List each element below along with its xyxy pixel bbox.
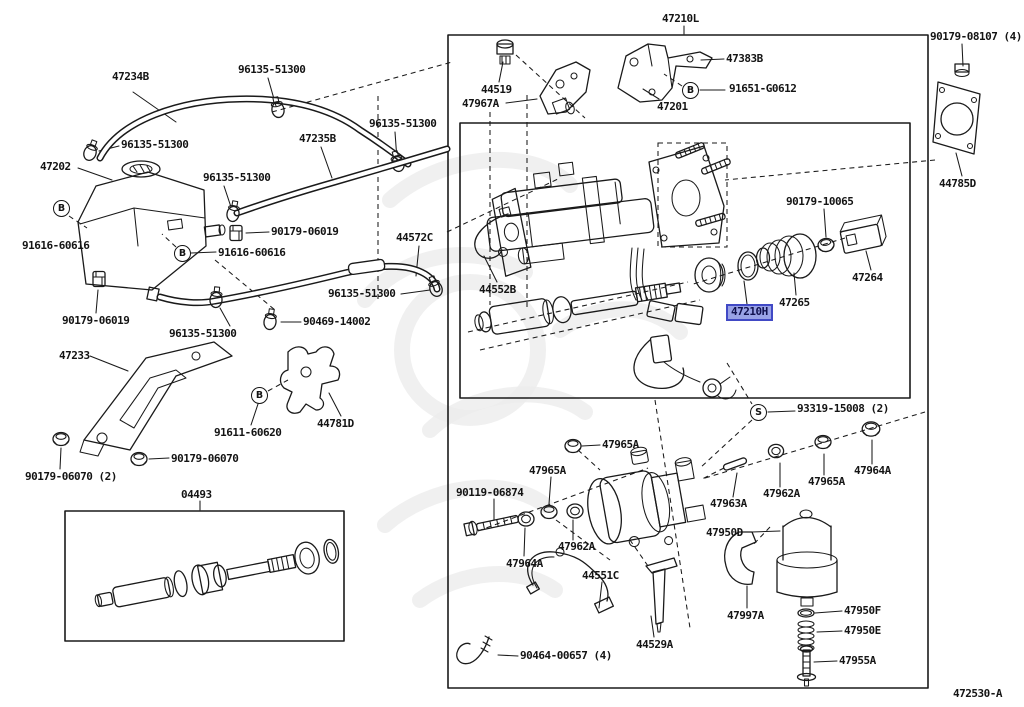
part-label-47950F: 47950F: [844, 604, 881, 617]
part-label-96135-51300-f: 96135-51300: [169, 327, 237, 340]
part-label-47963A: 47963A: [710, 497, 747, 510]
boot-47265: [757, 234, 817, 278]
part-label-44572C: 44572C: [396, 231, 433, 244]
part-label-44519: 44519: [481, 83, 512, 96]
part-label-47210L: 47210L: [662, 12, 699, 25]
figure-code-472530-A: 472530-A: [953, 687, 1002, 700]
circled-letter-B-1: B: [53, 200, 70, 217]
part-label-90119-06874: 90119-06874: [456, 486, 524, 499]
bracket-47233: [80, 342, 232, 456]
part-label-47962A-b: 47962A: [763, 487, 800, 500]
part-label-91651-G0612: 91651-G0612: [729, 82, 797, 95]
seal-row: [695, 215, 888, 292]
circled-letter-B-4: B: [682, 82, 699, 99]
part-label-47964A-a: 47964A: [506, 557, 543, 570]
relay-47264: [838, 215, 887, 253]
part-label-47201: 47201: [657, 100, 688, 113]
hose-44572C: [160, 259, 445, 309]
bolt-47955A: [798, 646, 816, 686]
o-ring-47210H: [738, 252, 758, 280]
part-label-47950D: 47950D: [706, 526, 743, 539]
part-label-90179-06019-a: 90179-06019: [271, 225, 339, 238]
part-label-96135-51300-c: 96135-51300: [203, 171, 271, 184]
part-label-47950E: 47950E: [844, 624, 881, 637]
wire-harness: [630, 248, 736, 399]
part-label-47235B: 47235B: [299, 132, 336, 145]
part-label-96135-51300-b: 96135-51300: [121, 138, 189, 151]
bracket-47383B: [618, 44, 712, 102]
part-label-90179-06019-b: 90179-06019: [62, 314, 130, 327]
spring-47950E: [798, 621, 814, 651]
part-label-44529A: 44529A: [636, 638, 673, 651]
oring-47950F: [798, 609, 814, 617]
part-label-44781D: 44781D: [317, 417, 354, 430]
circled-letter-S: S: [750, 404, 767, 421]
part-label-96135-51300-a: 96135-51300: [238, 63, 306, 76]
part-label-91611-60620: 91611-60620: [214, 426, 282, 439]
part-label-96135-51300-d: 96135-51300: [369, 117, 437, 130]
pushrod-assembly: [473, 277, 683, 337]
part-label-91616-60616-a: 91616-60616: [22, 239, 90, 252]
tube-44551C: [527, 548, 614, 613]
watermark: [365, 160, 680, 600]
circled-letter-B-2: B: [174, 245, 191, 262]
part-label-47965A-a: 47965A: [602, 438, 639, 451]
strainer-44529A: [646, 558, 677, 632]
part-label-47210H-highlighted[interactable]: 47210H: [726, 304, 773, 321]
part-label-90469-14002: 90469-14002: [303, 315, 371, 328]
reservoir-tank: [78, 161, 225, 301]
bracket-47967A: [540, 62, 590, 115]
pump-fasteners: [464, 438, 584, 537]
abs-pump-assembly: [579, 438, 709, 557]
group-box-47210L: [448, 35, 928, 688]
part-label-44552B: 44552B: [479, 283, 516, 296]
part-label-47965A-c: 47965A: [808, 475, 845, 488]
assembly-boxes: [65, 35, 928, 688]
part-label-47264: 47264: [852, 271, 883, 284]
bracket-44781D: [281, 347, 340, 413]
mount-nuts-row: [723, 421, 881, 471]
part-label-47955A: 47955A: [839, 654, 876, 667]
part-label-47967A: 47967A: [462, 97, 499, 110]
part-label-47265: 47265: [779, 296, 810, 309]
hose-47235B: [225, 149, 447, 224]
part-label-47962A-a: 47962A: [558, 540, 595, 553]
part-label-96135-51300-e: 96135-51300: [328, 287, 396, 300]
part-label-44551C: 44551C: [582, 569, 619, 582]
part-label-47997A: 47997A: [727, 609, 764, 622]
part-label-47383B: 47383B: [726, 52, 763, 65]
strap-47997A: [725, 532, 756, 584]
part-label-91616-60616-b: 91616-60616: [218, 246, 286, 259]
accumulator-47950D: [777, 510, 837, 606]
part-label-90179-06070-a: 90179-06070: [171, 452, 239, 465]
part-label-47233: 47233: [59, 349, 90, 362]
leader-lines: [60, 26, 963, 662]
part-label-93319-15008: 93319-15008 (2): [797, 402, 889, 415]
hook-90464: [457, 636, 492, 664]
dashed-lines: [69, 55, 935, 628]
part-label-47234B: 47234B: [112, 70, 149, 83]
part-label-47202: 47202: [40, 160, 71, 173]
wire-44552B: [475, 207, 511, 258]
sensor-44519: [497, 40, 513, 64]
gasket-44785D: [933, 64, 980, 154]
part-label-04493: 04493: [181, 488, 212, 501]
part-label-90179-10065: 90179-10065: [786, 195, 854, 208]
part-label-90179-06070-b: 90179-06070 (2): [25, 470, 117, 483]
master-cylinder-repair-kit: [92, 536, 342, 615]
kit-box-04493: [65, 511, 344, 641]
part-label-90464-00657: 90464-00657 (4): [520, 649, 612, 662]
part-label-47964A-b: 47964A: [854, 464, 891, 477]
hose-47234B: [81, 95, 408, 174]
part-label-47965A-b: 47965A: [529, 464, 566, 477]
part-label-90179-08107: 90179-08107 (4): [930, 30, 1022, 43]
circled-letter-B-3: B: [251, 387, 268, 404]
pin-47963A: [723, 457, 748, 471]
part-label-44785D: 44785D: [939, 177, 976, 190]
subassembly-box: [460, 123, 910, 398]
